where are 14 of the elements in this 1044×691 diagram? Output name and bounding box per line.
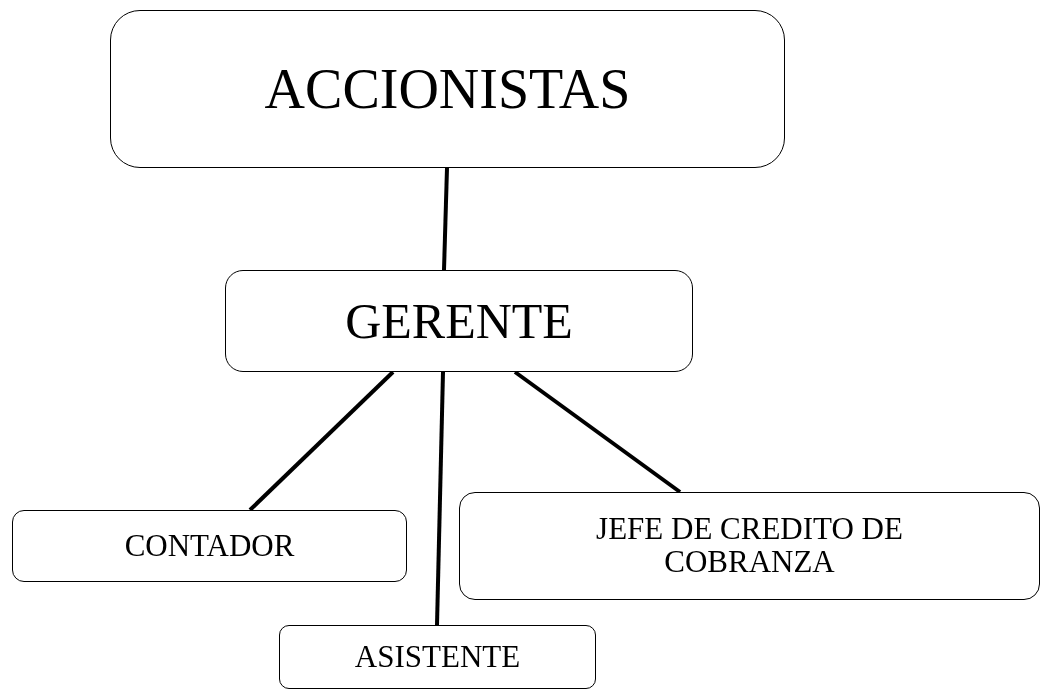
box-label: ASISTENTE <box>354 640 521 674</box>
box-label: CONTADOR <box>124 529 295 563</box>
org-box <box>12 510 407 582</box>
connector-line <box>513 370 682 494</box>
box-label: ACCIONISTAS <box>264 59 631 119</box>
org-box <box>110 10 785 168</box>
org-box <box>459 492 1040 600</box>
connector-line <box>435 371 445 626</box>
connector-line <box>442 167 449 271</box>
box-label: GERENTE <box>345 294 573 348</box>
org-box <box>279 625 596 689</box>
connector-line <box>248 370 395 512</box>
box-label: JEFE DE CREDITO DE COBRANZA <box>595 513 904 579</box>
org-box <box>225 270 693 372</box>
